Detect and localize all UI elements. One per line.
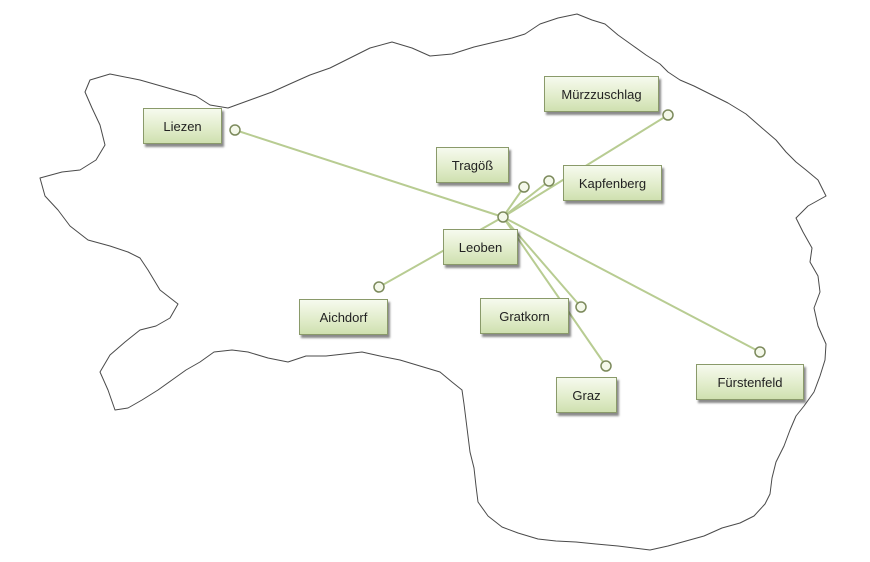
node-graz <box>600 360 612 372</box>
node-liezen <box>229 124 241 136</box>
connector-kapfenberg <box>502 180 550 218</box>
node-fuerstenfeld <box>754 346 766 358</box>
node-hub <box>497 211 509 223</box>
place-label-graz: Graz <box>556 377 617 413</box>
node-gratkorn <box>575 301 587 313</box>
node-tragoess <box>518 181 530 193</box>
place-label-liezen: Liezen <box>143 108 222 144</box>
connector-graz <box>502 216 607 367</box>
place-label-leoben: Leoben <box>443 229 518 265</box>
connector-aichdorf <box>378 216 504 288</box>
connector-liezen <box>234 129 504 218</box>
connector-nodes <box>229 109 766 372</box>
place-label-muerzzuschlag: Mürzzuschlag <box>544 76 659 112</box>
node-muerzzuschlag <box>662 109 674 121</box>
connector-tragoess <box>502 186 525 218</box>
place-label-fuerstenfeld: Fürstenfeld <box>696 364 804 400</box>
place-label-tragoess: Tragöß <box>436 147 509 183</box>
place-label-gratkorn: Gratkorn <box>480 298 569 334</box>
node-kapfenberg <box>543 175 555 187</box>
place-label-kapfenberg: Kapfenberg <box>563 165 662 201</box>
place-label-aichdorf: Aichdorf <box>299 299 388 335</box>
node-aichdorf <box>373 281 385 293</box>
connector-fuerstenfeld <box>502 216 761 353</box>
region-border <box>39 13 827 551</box>
